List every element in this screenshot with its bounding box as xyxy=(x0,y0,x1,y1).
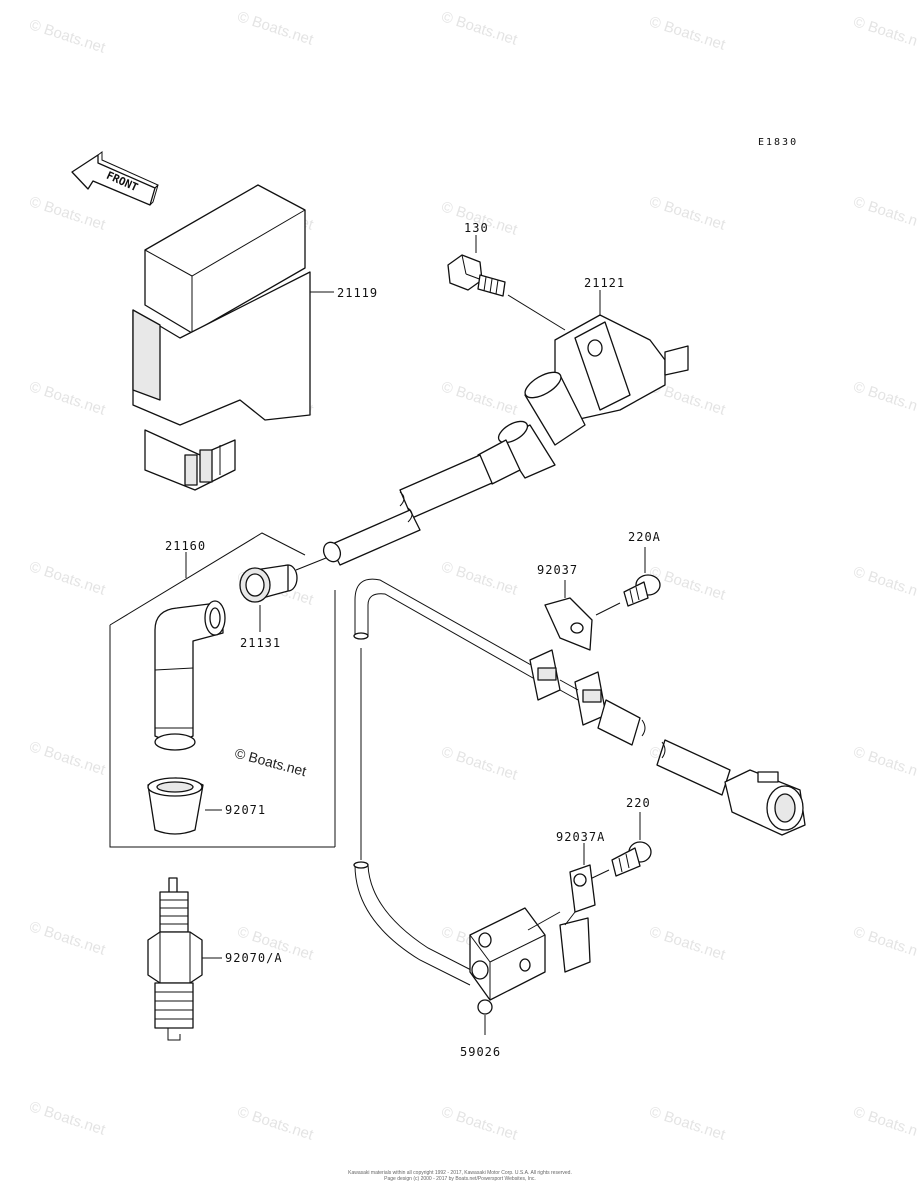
clamp-icon xyxy=(559,843,596,973)
front-arrow-icon: FRONT xyxy=(71,151,159,206)
copyright-line-1: Kawasaki materials within all copyright … xyxy=(348,1170,572,1176)
bolt-icon xyxy=(447,235,566,331)
plug-cap-icon xyxy=(154,600,226,751)
cdi-igniter-icon xyxy=(132,184,334,491)
screw-icon xyxy=(587,812,652,881)
part-label-92071[interactable]: 92071 xyxy=(225,803,267,817)
wire-grommet-icon xyxy=(529,649,731,796)
part-label-92037[interactable]: 92037 xyxy=(537,563,579,577)
sensor-lead-icon xyxy=(353,578,541,986)
part-label-130[interactable]: 130 xyxy=(464,221,489,235)
part-label-59026[interactable]: 59026 xyxy=(460,1045,502,1059)
screw-icon xyxy=(595,547,661,616)
plug-cap-seal-icon xyxy=(239,557,327,632)
clamp-icon xyxy=(544,580,593,651)
spark-plug-icon xyxy=(147,877,222,1041)
plug-cap-group-box xyxy=(109,532,336,848)
copyright-line-2: Page design (c) 2000 - 2017 by Boats.net… xyxy=(384,1176,536,1182)
plug-cap-rubber-icon xyxy=(147,777,222,835)
ignition-coil-icon xyxy=(497,290,689,479)
part-label-21131[interactable]: 21131 xyxy=(240,636,282,650)
sensor-icon xyxy=(469,907,561,1035)
reference-code: E1830 xyxy=(758,137,799,148)
part-label-220[interactable]: 220 xyxy=(626,796,651,810)
part-label-21121[interactable]: 21121 xyxy=(584,276,626,290)
copyright-footer: Kawasaki materials within all copyright … xyxy=(300,1170,620,1182)
wire-connector-icon xyxy=(724,769,806,836)
high-tension-lead-icon xyxy=(322,439,521,566)
part-label-21119[interactable]: 21119 xyxy=(337,286,379,300)
part-label-21160[interactable]: 21160 xyxy=(165,539,207,553)
part-label-92070-a[interactable]: 92070/A xyxy=(225,951,283,965)
part-label-220a[interactable]: 220A xyxy=(628,530,661,544)
part-label-92037a[interactable]: 92037A xyxy=(556,830,606,844)
